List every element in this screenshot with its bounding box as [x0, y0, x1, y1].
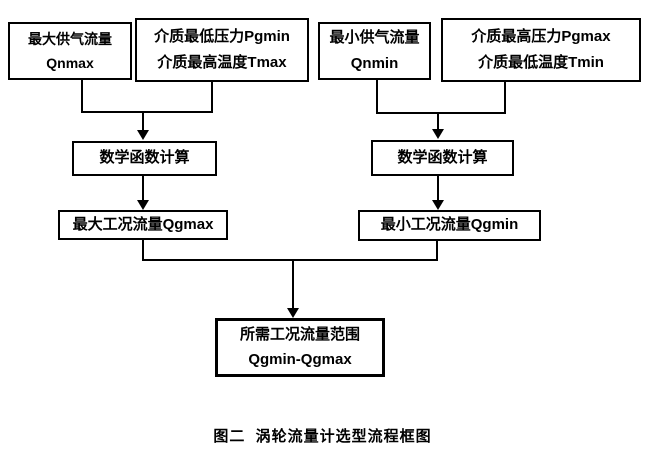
arrowhead-down-icon	[432, 129, 444, 139]
connector-left-merge-bar	[81, 111, 213, 113]
connector-left-stem	[142, 113, 144, 134]
connector-bottom-stem	[292, 261, 294, 311]
node-math-calc-left-label: 数学函数计算	[99, 149, 190, 167]
connector-bottom-merge-bar	[142, 259, 438, 261]
connector-right-v2	[504, 82, 506, 114]
connector-left-v1	[81, 80, 83, 113]
node-max-supply-flow-label: 最大供气流量	[28, 30, 112, 47]
node-required-flow-range-label: 所需工况流量范围	[239, 325, 360, 343]
node-max-pressure-min-temp: 介质最高压力Pgmax 介质最低温度Tmin	[441, 18, 641, 82]
node-max-supply-flow: 最大供气流量 Qnmax	[8, 22, 132, 80]
connector-calc-to-qgmin	[437, 176, 439, 203]
node-min-pressure-label: 介质最低压力Pgmin	[154, 27, 290, 45]
node-min-supply-flow-symbol: Qnmin	[350, 55, 399, 72]
arrowhead-down-icon	[137, 130, 149, 140]
node-math-calc-right-label: 数学函数计算	[397, 148, 488, 166]
node-max-temp-label: 介质最高温度Tmax	[157, 54, 287, 71]
node-math-calc-right: 数学函数计算	[371, 140, 514, 176]
connector-right-merge-bar	[376, 112, 506, 114]
arrowhead-down-icon	[287, 308, 299, 318]
node-min-operating-flow-label: 最小工况流量Qgmin	[380, 216, 519, 234]
node-required-flow-range-value: Qgmin-Qgmax	[248, 350, 352, 368]
connector-calc-to-qgmax	[142, 176, 144, 203]
node-min-supply-flow-label: 最小供气流量	[329, 28, 420, 46]
connector-bottom-v1	[142, 240, 144, 261]
node-max-operating-flow-label: 最大工况流量Qgmax	[72, 215, 214, 233]
node-max-supply-flow-symbol: Qnmax	[46, 55, 94, 71]
node-required-flow-range: 所需工况流量范围 Qgmin-Qgmax	[215, 318, 385, 377]
connector-left-v2	[211, 82, 213, 113]
node-max-operating-flow: 最大工况流量Qgmax	[58, 210, 228, 240]
arrowhead-down-icon	[432, 200, 444, 210]
connector-right-v1	[376, 80, 378, 114]
connector-right-stem	[437, 114, 439, 133]
connector-bottom-v2	[436, 241, 438, 261]
node-min-temp-label: 介质最低温度Tmin	[478, 54, 604, 71]
node-min-supply-flow: 最小供气流量 Qnmin	[318, 22, 431, 80]
node-math-calc-left: 数学函数计算	[72, 141, 217, 176]
figure-caption: 图二 涡轮流量计选型流程框图	[213, 428, 432, 445]
node-min-operating-flow: 最小工况流量Qgmin	[358, 210, 541, 241]
node-min-pressure-max-temp: 介质最低压力Pgmin 介质最高温度Tmax	[135, 18, 309, 82]
node-max-pressure-label: 介质最高压力Pgmax	[471, 27, 611, 45]
arrowhead-down-icon	[137, 200, 149, 210]
